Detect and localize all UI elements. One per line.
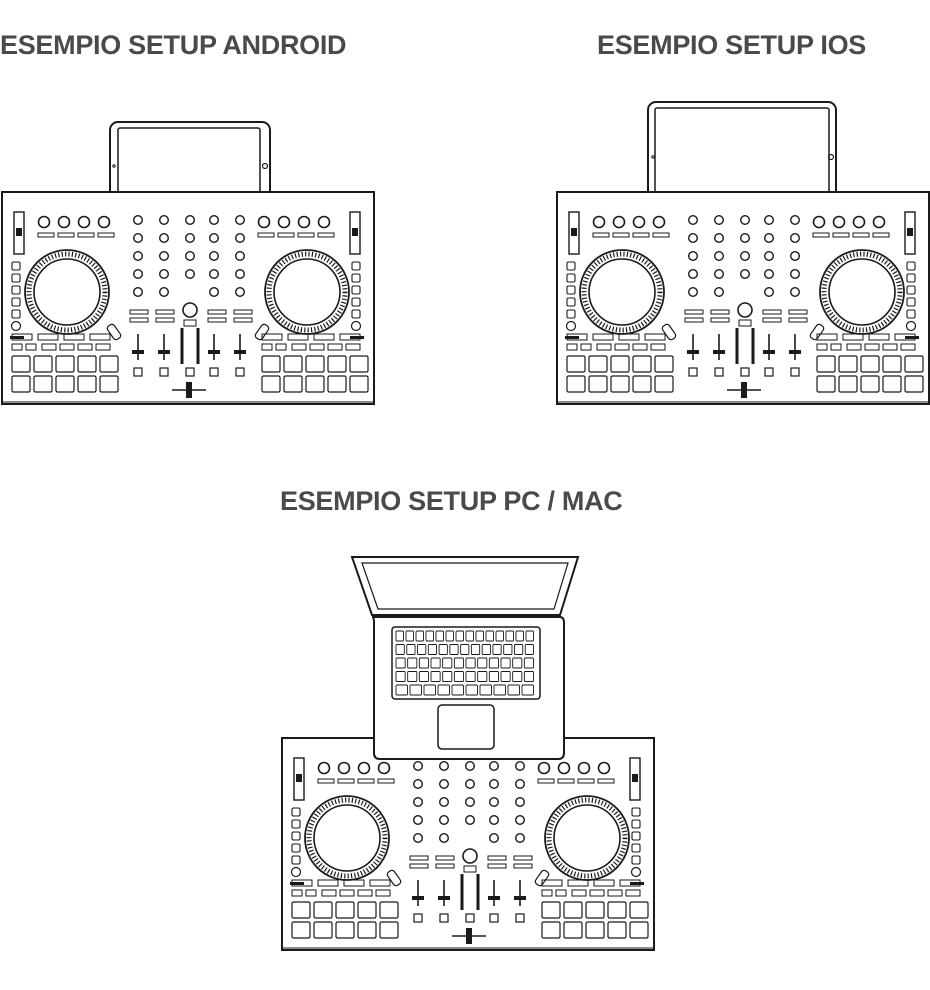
ios-setup-illustration [555, 100, 930, 410]
dj-controller-icon [1, 191, 375, 405]
pc-mac-setup-heading: ESEMPIO SETUP PC / MAC [280, 486, 623, 516]
tablet-icon [109, 121, 271, 208]
tablet-icon [647, 101, 837, 213]
pc-mac-setup-illustration [280, 553, 660, 953]
android-setup-illustration [0, 120, 380, 410]
android-setup-drawing [1, 121, 375, 405]
laptop-icon [350, 556, 580, 760]
dj-controller-icon [281, 737, 655, 951]
ios-setup-drawing [556, 101, 930, 405]
android-setup-heading: ESEMPIO SETUP ANDROID [0, 30, 347, 60]
pc-mac-setup-drawing [281, 556, 655, 951]
dj-controller-icon [556, 191, 930, 405]
ios-setup-heading: ESEMPIO SETUP IOS [597, 30, 866, 60]
